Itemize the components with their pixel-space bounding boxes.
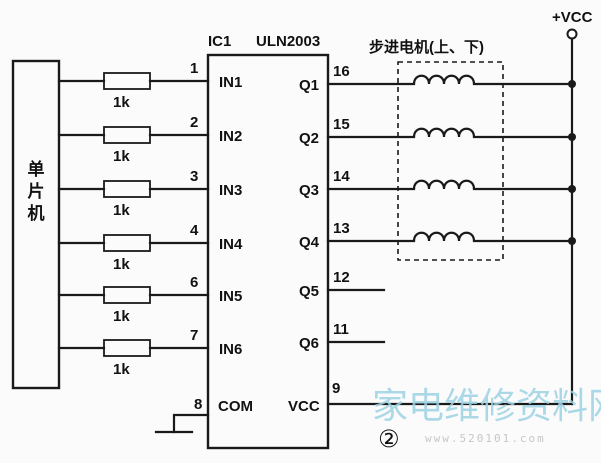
output-pin-name: Q1 [299, 77, 319, 94]
mcu-block [11, 59, 61, 390]
input-pin-name: IN3 [219, 182, 242, 199]
input-pin-name: IN5 [219, 288, 242, 305]
watermark-url: www.520101.com [425, 432, 546, 445]
input-pin-number: 1 [190, 60, 198, 77]
mcu-label-char-3: 机 [28, 203, 45, 223]
com-wire [172, 413, 210, 434]
ic-part: ULN2003 [256, 33, 320, 50]
input-pin-number: 4 [190, 222, 199, 239]
vcc-pin-number: 9 [332, 380, 340, 397]
output-pin-number: 14 [333, 168, 350, 185]
resistor-value: 1k [113, 202, 130, 219]
mcu-label-char-1: 单 [28, 159, 45, 179]
resistor-value: 1k [113, 256, 130, 273]
output-pin-number: 15 [333, 116, 350, 133]
input-pin-number: 3 [190, 168, 198, 185]
input-pin-number: 6 [190, 274, 198, 291]
resistor [103, 286, 151, 304]
watermark-text: 家电维修资料网 [372, 386, 601, 427]
vcc-supply-label: +VCC [552, 9, 593, 26]
resistor [103, 234, 151, 252]
input-pin-name: IN6 [219, 341, 242, 358]
resistor [103, 126, 151, 144]
output-pin-name: Q3 [299, 182, 319, 199]
mcu-label-char-2: 片 [28, 181, 45, 201]
resistor-value: 1k [113, 361, 130, 378]
resistor-value: 1k [113, 148, 130, 165]
figure-number: ② [378, 425, 400, 453]
resistor-value: 1k [113, 308, 130, 325]
output-pin-number: 11 [333, 321, 349, 338]
output-pin-number: 12 [333, 269, 350, 286]
resistor [103, 339, 151, 357]
resistor-value: 1k [113, 94, 130, 111]
vcc-terminal [566, 28, 578, 40]
input-pin-number: 7 [190, 327, 198, 344]
motor-enclosure [397, 61, 504, 261]
com-pin-name: COM [218, 398, 253, 415]
ic-ref: IC1 [208, 33, 231, 50]
motor-winding [412, 179, 476, 190]
output-pin-name: Q2 [299, 130, 319, 147]
motor-winding [412, 231, 476, 242]
ic-body [206, 53, 330, 450]
input-pin-name: IN2 [219, 128, 242, 145]
com-pin-number: 8 [194, 396, 202, 413]
motor-winding [412, 127, 476, 138]
output-pin-name: Q4 [299, 234, 320, 251]
output-pin-name: Q6 [299, 335, 319, 352]
motor-winding [412, 74, 476, 85]
input-pin-name: IN1 [219, 74, 242, 91]
vcc-pin-name: VCC [288, 398, 320, 415]
input-pin-name: IN4 [219, 236, 243, 253]
output-pin-name: Q5 [299, 283, 319, 300]
motor-label: 步进电机(上、下) [369, 38, 484, 56]
output-pin-number: 13 [333, 220, 350, 237]
resistor [103, 180, 151, 198]
resistor [103, 72, 151, 90]
output-pin-number: 16 [333, 63, 350, 80]
input-pin-number: 2 [190, 114, 198, 131]
